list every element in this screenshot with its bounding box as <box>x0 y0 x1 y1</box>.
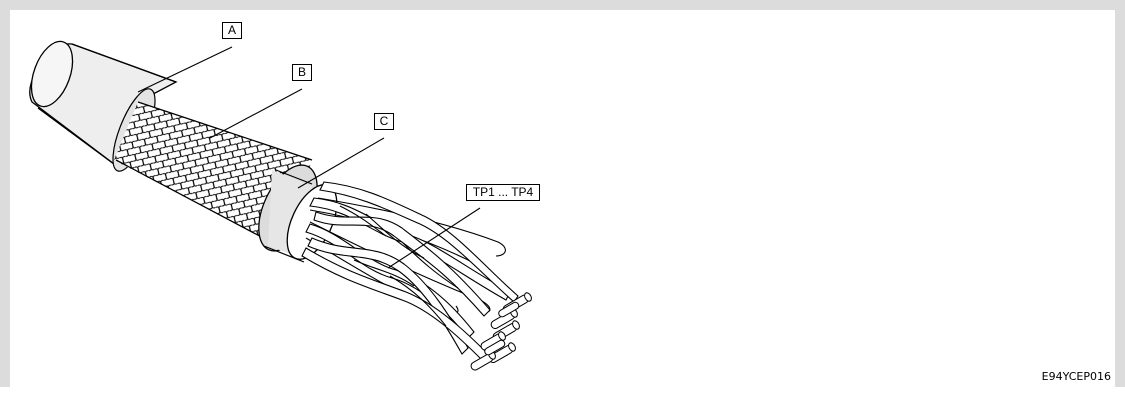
cable-diagram <box>10 10 1125 397</box>
callout-twisted-pairs: TP1 ... TP4 <box>466 184 540 201</box>
figure-id: E94YCEP016 <box>1042 370 1111 383</box>
callout-b: B <box>292 64 312 81</box>
figure-frame: A B C TP1 ... TP4 <box>0 0 1125 387</box>
callout-a: A <box>222 22 242 39</box>
twisted-pairs <box>302 182 533 371</box>
callout-c: C <box>374 113 394 130</box>
